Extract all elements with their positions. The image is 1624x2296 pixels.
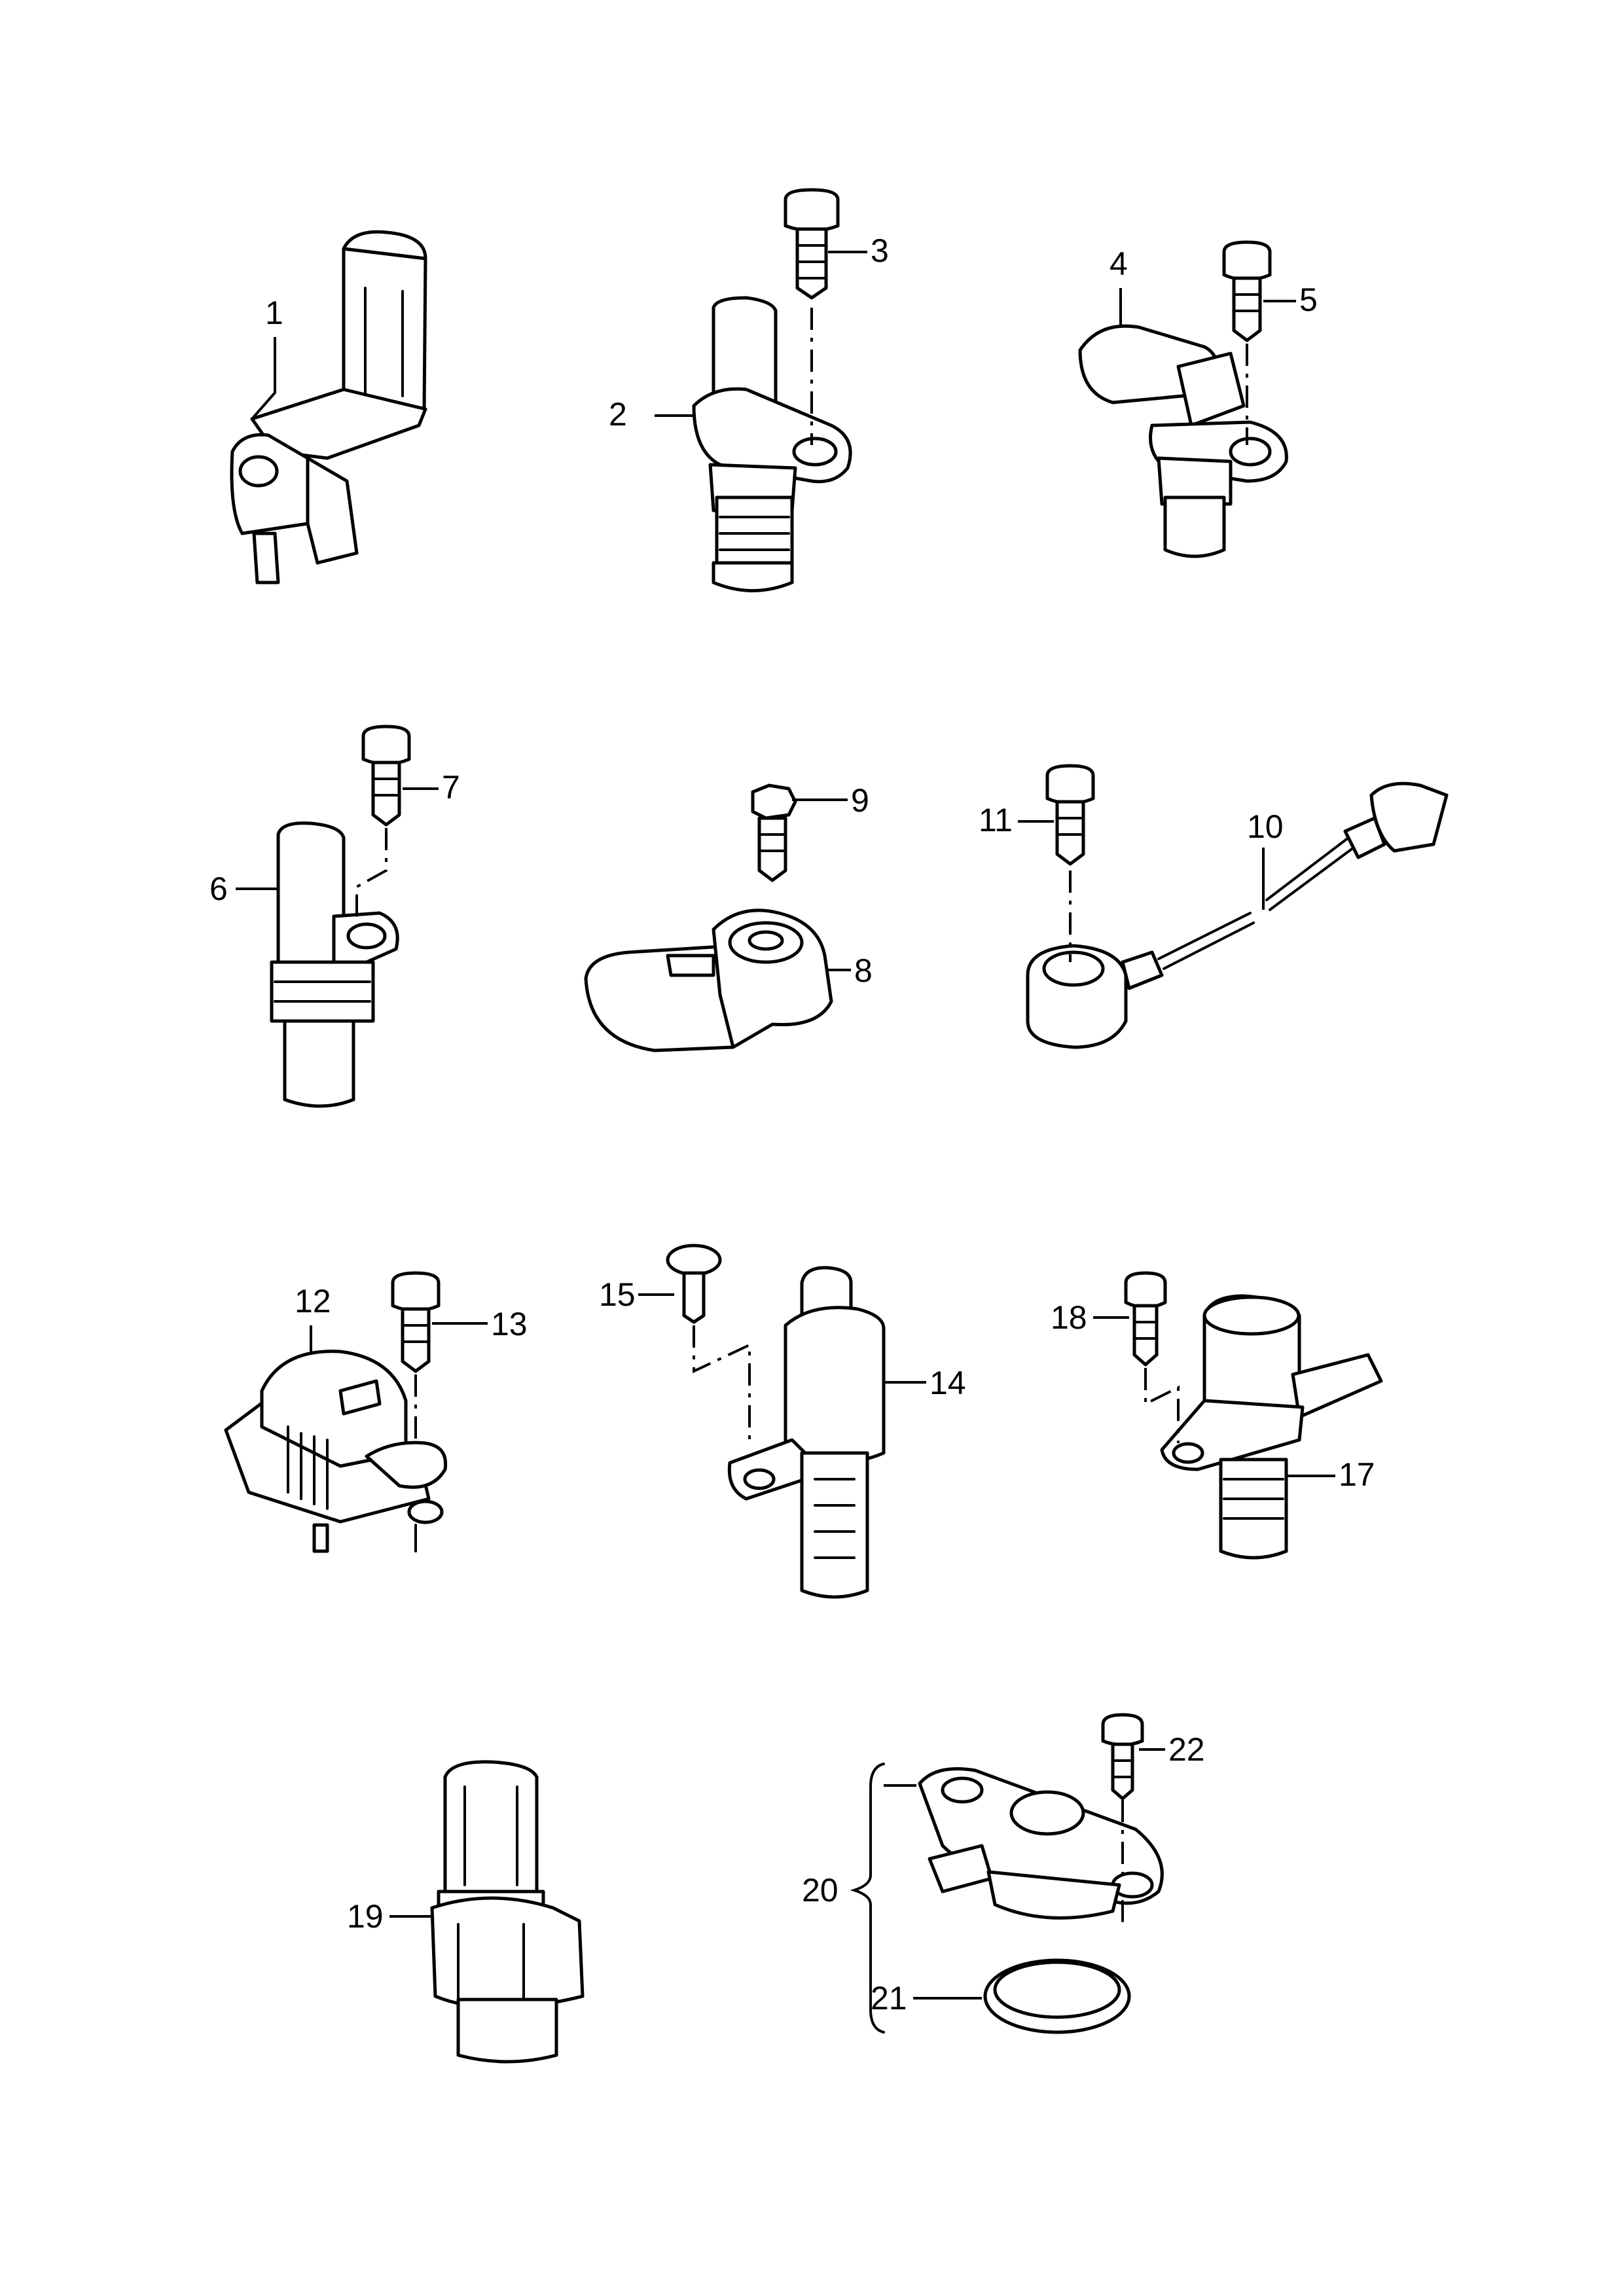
part-12-sensor-module [224, 1350, 448, 1553]
callout-14: 14 [884, 1365, 966, 1401]
brace-20-21 [850, 1763, 885, 2034]
part-18-bolt [1124, 1271, 1167, 1367]
part-4-sensor [1078, 324, 1288, 558]
part-2-sensor [692, 296, 852, 592]
callout-label-7: 7 [442, 769, 460, 806]
callout-label-5: 5 [1299, 281, 1318, 318]
callout-label-9: 9 [851, 782, 869, 819]
part-22-bolt [1101, 1713, 1144, 1801]
callout-5: 5 [1263, 281, 1318, 318]
part-8-sensor [584, 908, 833, 1052]
callout-label-8: 8 [854, 952, 873, 989]
part-1-sensor [230, 230, 427, 584]
callout-17: 17 [1286, 1456, 1375, 1493]
part-6-sensor [270, 821, 399, 1108]
part-5-bolt [1222, 240, 1272, 342]
part-19-pressure-switch [430, 1760, 585, 2064]
callout-label-18: 18 [1051, 1299, 1087, 1336]
callout-18: 18 [1051, 1299, 1129, 1336]
callout-label-12: 12 [295, 1283, 331, 1319]
callout-label-19: 19 [347, 1898, 384, 1935]
callout-label-3: 3 [871, 232, 889, 269]
part-17-sensor [1160, 1294, 1383, 1560]
part-20-sensor [918, 1767, 1164, 1920]
part-14-solenoid [727, 1266, 886, 1599]
callout-label-15: 15 [599, 1276, 636, 1313]
callout-label-21: 21 [871, 1980, 907, 2017]
callout-label-13: 13 [491, 1306, 528, 1342]
callout-label-11: 11 [979, 802, 1013, 838]
part-15-bolt [666, 1244, 722, 1324]
callout-4: 4 [1110, 245, 1128, 327]
callout-15: 15 [599, 1276, 674, 1313]
callout-10: 10 [1247, 808, 1284, 910]
callout-9: 9 [792, 782, 869, 819]
part-21-seal-ring [983, 1958, 1131, 2034]
part-3-bolt [784, 188, 840, 300]
callout-21: 21 [871, 1980, 982, 2017]
part-11-bolt [1045, 764, 1095, 866]
callout-22: 22 [1139, 1731, 1205, 1768]
callout-6: 6 [209, 870, 278, 907]
callout-label-17: 17 [1339, 1456, 1375, 1493]
callout-label-22: 22 [1168, 1731, 1205, 1768]
callout-label-20: 20 [802, 1872, 839, 1909]
callout-label-14: 14 [929, 1365, 966, 1401]
callout-label-1: 1 [265, 295, 283, 331]
part-7-bolt [361, 725, 411, 827]
callout-2: 2 [609, 396, 694, 433]
part-13-bolt [391, 1271, 441, 1373]
part-10-knock-sensor [1026, 781, 1449, 1049]
callout-13: 13 [432, 1306, 528, 1342]
callout-label-6: 6 [209, 870, 228, 907]
callout-label-10: 10 [1247, 808, 1284, 845]
callout-label-4: 4 [1110, 245, 1128, 282]
callout-20: 20 [802, 1784, 916, 1909]
callout-7: 7 [403, 769, 460, 806]
callout-3: 3 [828, 232, 889, 269]
callout-12: 12 [295, 1283, 331, 1355]
part-9-bolt [751, 783, 797, 882]
callout-8: 8 [828, 952, 873, 989]
callout-1: 1 [251, 295, 283, 420]
callout-label-2: 2 [609, 396, 627, 433]
callout-19: 19 [347, 1898, 432, 1935]
callout-11: 11 [979, 802, 1054, 838]
